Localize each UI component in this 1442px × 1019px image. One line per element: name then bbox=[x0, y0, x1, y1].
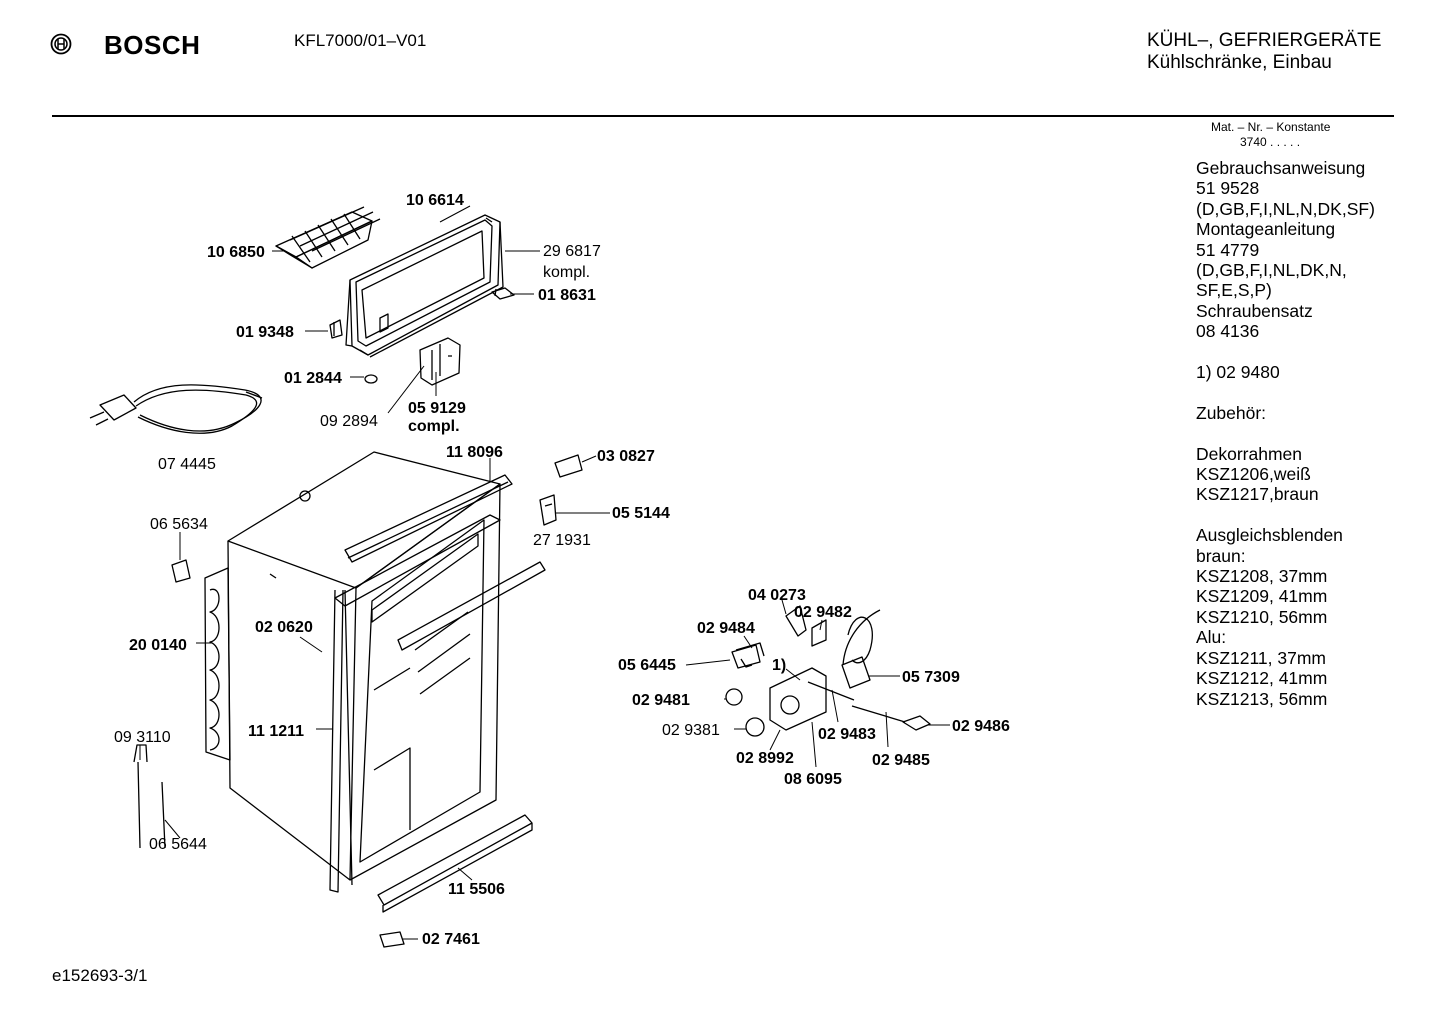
side-note-line: KSZ1211, 37mm bbox=[1196, 647, 1327, 668]
catch-drawing bbox=[491, 287, 515, 300]
category-title: KÜHL–, GEFRIERGERÄTE bbox=[1147, 30, 1382, 51]
side-note-line: 08 4136 bbox=[1196, 321, 1260, 342]
latch-bracket-drawing bbox=[419, 337, 461, 386]
material-number-value: 3740 . . . . . bbox=[1240, 135, 1301, 149]
part-label-07-4445: 07 4445 bbox=[158, 456, 216, 473]
side-note-line: 51 4779 bbox=[1196, 239, 1260, 260]
part-label-09-2894: 09 2894 bbox=[320, 413, 378, 430]
part-label-05-7309: 05 7309 bbox=[902, 669, 960, 686]
side-note-line: braun: bbox=[1196, 545, 1246, 566]
part-label-footnote-1: 1) bbox=[772, 657, 786, 674]
part-label-11-8096: 11 8096 bbox=[446, 444, 503, 461]
side-note-line: (D,GB,F,I,NL,DK,N, bbox=[1196, 260, 1347, 281]
part-label-01-8631: 01 8631 bbox=[538, 287, 596, 304]
side-note-line: SF,E,S,P) bbox=[1196, 280, 1272, 301]
part-label-02-9381: 02 9381 bbox=[662, 722, 720, 739]
side-note-line: Schraubensatz bbox=[1196, 300, 1313, 321]
part-label-11-1211: 11 1211 bbox=[248, 723, 304, 740]
side-note-line: Montageanleitung bbox=[1196, 219, 1336, 240]
part-label-10-6850: 10 6850 bbox=[207, 244, 265, 261]
side-note-line: Dekorrahmen bbox=[1196, 443, 1303, 464]
side-note-line: KSZ1212, 41mm bbox=[1196, 668, 1328, 689]
part-label-20-0140: 20 0140 bbox=[129, 637, 187, 654]
part-label-05-6445: 05 6445 bbox=[618, 657, 676, 674]
document-code: e152693-3/1 bbox=[52, 966, 148, 985]
side-note-line: 1) 02 9480 bbox=[1196, 362, 1280, 383]
part-label-02-9481: 02 9481 bbox=[632, 692, 690, 709]
freezer-door-drawing bbox=[345, 214, 504, 358]
material-number-label: Mat. – Nr. – Konstante bbox=[1211, 120, 1331, 134]
part-label-02-8992: 02 8992 bbox=[736, 750, 794, 767]
side-note-line: KSZ1217,braun bbox=[1196, 484, 1319, 505]
side-note-line: KSZ1213, 56mm bbox=[1196, 688, 1328, 709]
part-label-05-9129-compl: compl. bbox=[408, 418, 460, 435]
mains-cable-drawing bbox=[89, 384, 263, 434]
condenser-drawing bbox=[204, 567, 231, 761]
thermostat-assembly-drawing bbox=[725, 605, 931, 737]
part-label-02-0620: 02 0620 bbox=[255, 619, 313, 636]
cabinet-body-drawing bbox=[227, 451, 501, 893]
part-label-01-9348: 01 9348 bbox=[236, 324, 294, 341]
top-rail-drawing bbox=[334, 474, 513, 607]
part-label-29-6817: 29 6817 bbox=[543, 243, 601, 260]
part-label-02-9483: 02 9483 bbox=[818, 726, 876, 743]
cap-drawing bbox=[364, 374, 378, 384]
bosch-armature-logo-icon bbox=[50, 33, 72, 55]
side-note-line: (D,GB,F,I,NL,N,DK,SF) bbox=[1196, 198, 1375, 219]
category-subtitle: Kühlschränke, Einbau bbox=[1147, 52, 1332, 73]
part-label-29-6817-kompl: kompl. bbox=[543, 264, 590, 281]
side-note-line: 51 9528 bbox=[1196, 178, 1260, 199]
small-foot-drawing bbox=[171, 559, 191, 583]
brand-name: BOSCH bbox=[104, 30, 201, 60]
part-label-06-5634: 06 5634 bbox=[150, 516, 208, 533]
base-rail-drawing bbox=[377, 814, 533, 913]
hinge-drawing bbox=[329, 319, 343, 339]
side-note-line: Alu: bbox=[1196, 627, 1227, 648]
part-label-05-9129: 05 9129 bbox=[408, 400, 466, 417]
part-label-01-2844: 01 2844 bbox=[284, 370, 342, 387]
side-note-line: Zubehör: bbox=[1196, 402, 1267, 423]
seal-strip-drawing bbox=[397, 561, 546, 651]
side-note-line: KSZ1206,weiß bbox=[1196, 464, 1311, 485]
part-label-03-0827: 03 0827 bbox=[597, 448, 655, 465]
hinge-block-drawing bbox=[539, 494, 557, 526]
part-label-02-7461: 02 7461 bbox=[422, 931, 480, 948]
part-label-02-9482: 02 9482 bbox=[794, 604, 852, 621]
ice-cube-tray-drawing bbox=[275, 206, 381, 269]
side-note-line: KSZ1210, 56mm bbox=[1196, 606, 1328, 627]
clip-drawing bbox=[379, 931, 405, 948]
side-note-line: KSZ1209, 41mm bbox=[1196, 586, 1328, 607]
part-label-04-0273: 04 0273 bbox=[748, 587, 806, 604]
part-label-11-5506: 11 5506 bbox=[448, 881, 505, 898]
part-label-02-9485: 02 9485 bbox=[872, 752, 930, 769]
side-notes: Gebrauchsanweisung 51 9528 (D,GB,F,I,NL,… bbox=[1196, 158, 1375, 709]
part-label-02-9484: 02 9484 bbox=[697, 620, 755, 637]
model-number: KFL7000/01–V01 bbox=[294, 31, 427, 50]
part-label-09-3110: 09 3110 bbox=[114, 729, 171, 746]
part-label-10-6614: 10 6614 bbox=[406, 192, 464, 209]
side-note-line: Ausgleichsblenden bbox=[1196, 525, 1343, 546]
header-divider bbox=[52, 115, 1394, 117]
sensor-drawing bbox=[133, 744, 166, 849]
part-label-27-1931: 27 1931 bbox=[533, 532, 591, 549]
part-label-08-6095: 08 6095 bbox=[784, 771, 842, 788]
part-label-06-5644: 06 5644 bbox=[149, 836, 207, 853]
part-label-05-5144: 05 5144 bbox=[612, 505, 670, 522]
side-note-line: Gebrauchsanweisung bbox=[1196, 158, 1366, 178]
side-note-line: KSZ1208, 37mm bbox=[1196, 566, 1328, 587]
part-label-02-9486: 02 9486 bbox=[952, 718, 1010, 735]
bracket-drawing bbox=[554, 454, 583, 478]
